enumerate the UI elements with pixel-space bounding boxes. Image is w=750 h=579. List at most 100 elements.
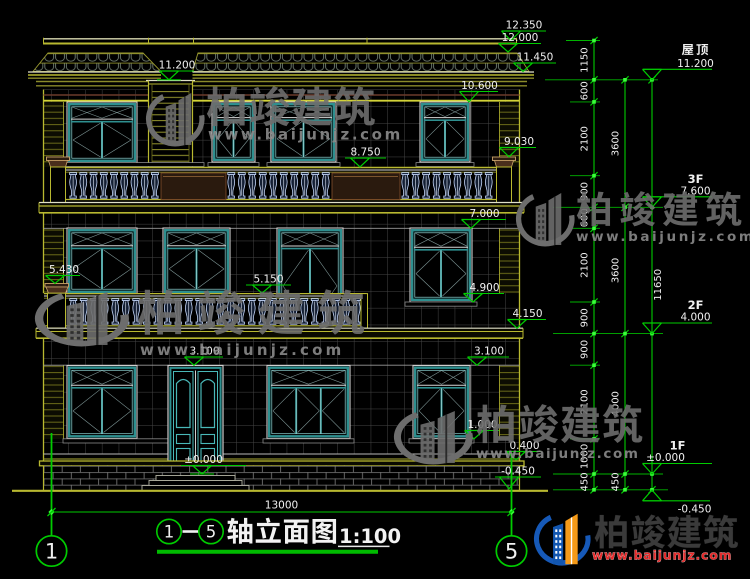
level-value: -0.450 (501, 466, 535, 478)
logo-window-dot (168, 125, 171, 129)
level-value: 9.030 (504, 136, 534, 148)
logo-window-dot (70, 325, 74, 329)
dim-text: 450 (580, 472, 591, 491)
grip (592, 38, 596, 43)
cjk-glyph (705, 191, 742, 227)
logo-window-dot (423, 454, 427, 458)
transom-mark (309, 232, 339, 246)
transom-mark (101, 232, 133, 246)
logo-icon (35, 292, 129, 347)
dim-tick (47, 507, 56, 517)
quoin-right (499, 228, 520, 294)
casement-mark (418, 410, 441, 433)
cjk-glyph (292, 86, 332, 127)
dim-text: 900 (580, 340, 591, 359)
quoin-left (43, 102, 64, 167)
rect (67, 102, 136, 162)
level-value: 8.750 (350, 147, 380, 159)
cjk-glyph (312, 518, 337, 544)
cjk-glyph (206, 86, 245, 127)
logo-window-dot (559, 534, 562, 538)
dim-text: 600 (580, 81, 591, 100)
newel-shaft (496, 166, 512, 203)
quoin-left (43, 365, 64, 439)
watermark-brand (206, 86, 375, 127)
casement-mark (103, 410, 132, 433)
casement-mark (418, 388, 441, 412)
grip (592, 472, 596, 476)
axis-bubble (495, 534, 528, 568)
logo-window-dot (559, 551, 562, 554)
casement-mark (72, 410, 101, 433)
logo-window-dot (542, 214, 545, 218)
window (409, 227, 473, 303)
casement-mark (322, 410, 345, 433)
watermarks: www.baijunjz.comwww.baijunjz.comwww.baij… (35, 86, 750, 465)
step (155, 475, 236, 481)
dim-text: 4000 (611, 391, 622, 416)
logo-icon (394, 410, 473, 465)
watermark: www.baijunjz.com (516, 191, 750, 247)
dim-text: 3600 (611, 258, 622, 283)
rail-panel (160, 172, 227, 200)
logo-window-dot (555, 556, 558, 560)
sill-board (262, 438, 355, 444)
transom-mark (101, 106, 133, 119)
watermark-brand (138, 289, 365, 335)
level-value: 4.000 (680, 312, 710, 324)
logo-window-dot (172, 109, 175, 112)
level-value: 0.400 (509, 440, 539, 452)
cjk-glyph (703, 514, 738, 549)
casement-mark (442, 388, 465, 412)
sill-board (404, 301, 478, 307)
rect (411, 228, 472, 301)
logo-window-dot (429, 427, 432, 430)
level-label: 2F (688, 298, 704, 312)
logo-window-dot (538, 231, 541, 235)
casement-mark (415, 273, 440, 297)
logo-building-1 (535, 202, 547, 246)
casement-mark (304, 138, 331, 157)
cjk-glyph (317, 289, 365, 335)
logo-window-dot (70, 319, 74, 323)
window (419, 101, 471, 163)
logo-window-dot (70, 308, 74, 312)
level-value: 11.200 (677, 58, 714, 70)
title-axis-bubble (198, 518, 225, 545)
grip (623, 78, 627, 82)
company-logo: www.baijunjz.com (534, 513, 738, 566)
logo-building-1 (165, 102, 177, 146)
newel-shaft (50, 166, 66, 203)
transom-mark (417, 370, 442, 385)
logo-window-dot (423, 432, 427, 436)
casement-mark (446, 121, 465, 140)
casement-mark (72, 249, 101, 270)
logo-window-dot (172, 131, 175, 135)
level-label (681, 43, 709, 56)
axis-bubble (35, 534, 68, 568)
level-value: 5.150 (253, 274, 283, 286)
logo-window-dot (70, 314, 74, 317)
building-elevation (12, 37, 548, 492)
casement-mark (297, 410, 320, 433)
rect (67, 228, 136, 293)
transom-mark (101, 370, 133, 385)
grip (592, 78, 596, 82)
logo-window-dot (538, 214, 541, 218)
logo-window-dot (538, 220, 541, 223)
logo-url: www.baijunjz.com (592, 549, 732, 563)
logo-window-dot (76, 314, 81, 317)
casement-mark (425, 121, 444, 140)
grip (592, 226, 596, 231)
level-value: 7.000 (469, 208, 499, 220)
cjk-glyph (561, 404, 600, 444)
transom-mark (441, 370, 466, 385)
logo-window-dot (542, 209, 545, 212)
dim-text: 11650 (653, 269, 664, 301)
logo-window-dot (168, 131, 171, 135)
cjk-glyph (576, 191, 611, 227)
casement-mark (197, 249, 225, 270)
